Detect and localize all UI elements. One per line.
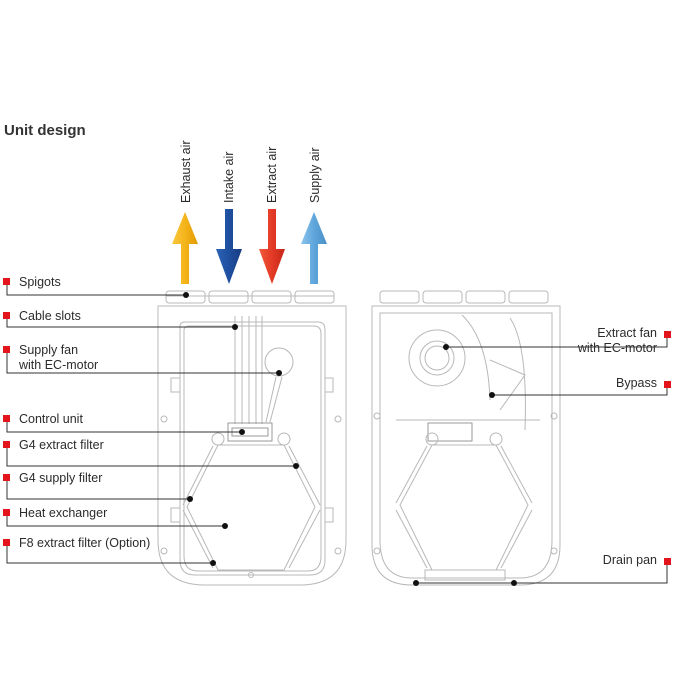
right-unit-rear-view	[371, 290, 561, 586]
label-extract-fan: Extract fan with EC-motor	[578, 326, 657, 356]
marker-extract-fan	[664, 331, 671, 338]
marker-g4-extract-filter	[3, 441, 10, 448]
label-cable-slots: Cable slots	[19, 309, 81, 323]
arrow-down-icon	[259, 209, 285, 284]
callout-dots	[183, 292, 517, 586]
marker-drain-pan	[664, 558, 671, 565]
arrow-up-icon	[172, 212, 198, 284]
diagram-title: Unit design	[4, 122, 86, 139]
label-supply-fan-line2: with EC-motor	[19, 358, 99, 372]
label-drain-pan: Drain pan	[602, 553, 657, 567]
label-g4-extract-filter: G4 extract filter	[19, 438, 104, 452]
label-extract-fan-line2: with EC-motor	[577, 341, 657, 355]
arrow-down-icon	[216, 209, 242, 284]
label-heat-exchanger: Heat exchanger	[19, 506, 108, 520]
marker-f8-extract-filter	[3, 539, 10, 546]
marker-heat-exchanger	[3, 509, 10, 516]
label-f8-extract-filter: F8 extract filter (Option)	[19, 536, 151, 550]
marker-g4-supply-filter	[3, 474, 10, 481]
left-unit-front-view	[157, 290, 347, 586]
label-control-unit: Control unit	[19, 412, 83, 426]
marker-cable-slots	[3, 312, 10, 319]
marker-spigots	[3, 278, 10, 285]
label-spigots: Spigots	[19, 275, 61, 289]
label-supply-fan-line1: Supply fan	[19, 343, 79, 357]
leader-lines	[6, 285, 668, 584]
marker-control-unit	[3, 415, 10, 422]
label-supply-fan: Supply fan with EC-motor	[19, 343, 98, 373]
marker-bypass	[664, 381, 671, 388]
arrow-up-icon	[301, 212, 327, 284]
label-bypass: Bypass	[616, 376, 657, 390]
callout-markers	[3, 278, 671, 565]
marker-supply-fan	[3, 346, 10, 353]
label-extract-fan-line1: Extract fan	[597, 326, 657, 340]
label-g4-supply-filter: G4 supply filter	[19, 471, 103, 485]
